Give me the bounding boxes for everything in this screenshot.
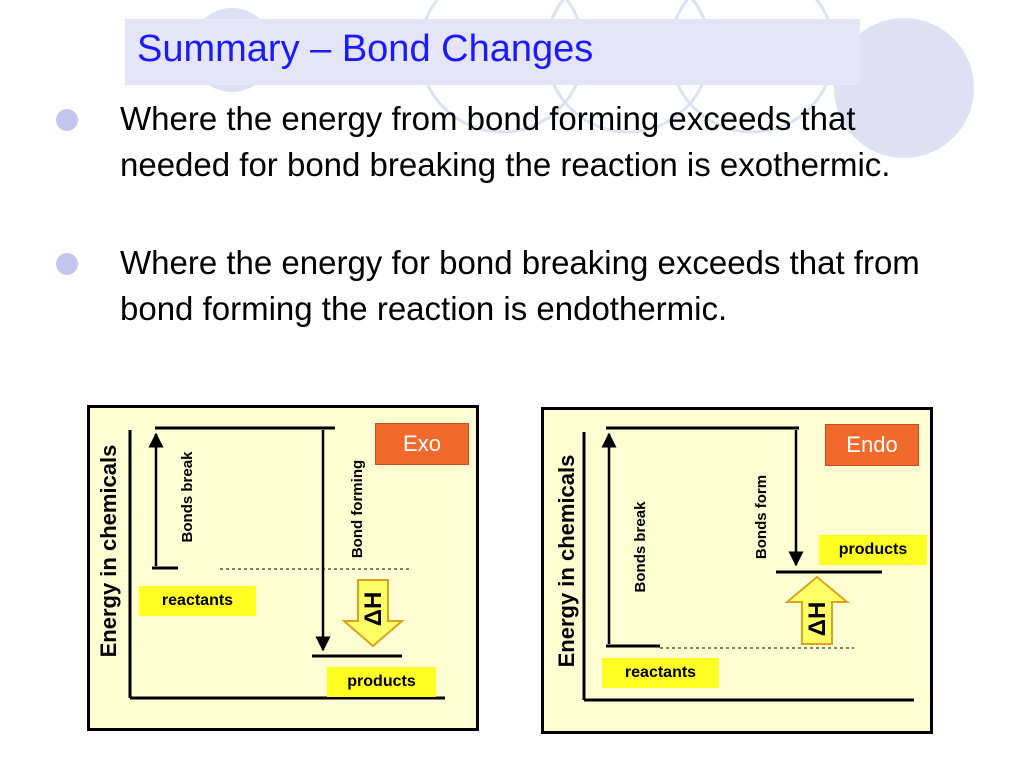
endo-tag: Endo [825, 424, 919, 466]
bond-forming-label: Bond forming [349, 459, 366, 559]
exo-diagram: Energy in chemicals Bonds break Bond for… [87, 405, 479, 731]
exo-tag: Exo [375, 423, 469, 465]
delta-h-label: ΔH [360, 591, 387, 627]
delta-h-label: ΔH [804, 601, 831, 637]
bullet-text: Where the energy for bond breaking excee… [120, 244, 920, 327]
bullet-text: Where the energy from bond forming excee… [120, 100, 891, 183]
products-label: products [819, 535, 927, 565]
delta-h-arrow [341, 579, 405, 648]
slide-title: Summary – Bond Changes [137, 28, 594, 70]
products-label: products [327, 667, 436, 697]
bonds-break-label: Bonds break [632, 501, 649, 593]
exo-diagram-graphics [128, 426, 445, 700]
endo-diagram: Energy in chemicals Bonds break Bonds fo… [541, 407, 933, 734]
bullet-dot-icon [56, 109, 78, 131]
bonds-form-label: Bonds form [753, 474, 770, 560]
delta-h-arrow [784, 575, 850, 645]
endo-diagram-graphics [582, 426, 914, 702]
title-band [125, 19, 860, 85]
reactants-label: reactants [139, 586, 256, 616]
reactants-label: reactants [602, 658, 719, 688]
energy-axis-label: Energy in chemicals [96, 444, 121, 658]
bullet-dot-icon [56, 253, 78, 275]
bonds-break-label: Bonds break [179, 451, 196, 543]
energy-axis-label: Energy in chemicals [554, 454, 579, 668]
deco-circle-filled [834, 18, 974, 158]
